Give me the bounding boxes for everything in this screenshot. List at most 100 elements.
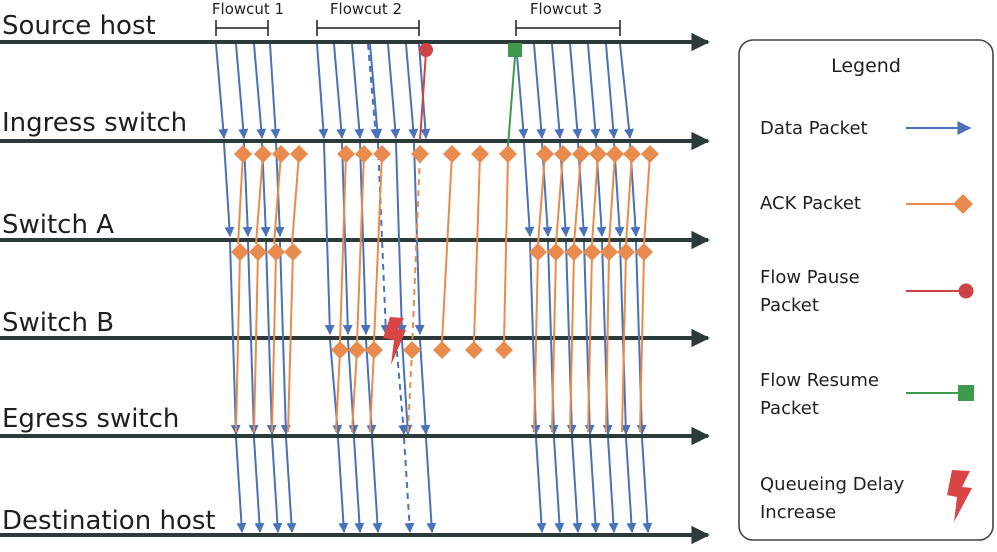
data-packet-arrow [387,43,401,139]
legend-label-data-packet: Data Packet [760,118,868,139]
ack-packet-line [473,153,481,343]
ack-packet-diamond [499,145,517,163]
ack-packet-diamond [641,145,659,163]
data-packet-arrow [359,142,371,335]
ack-packet-line [587,251,593,433]
ack-packet-line [625,153,633,245]
legend-label-flow-pause-line-2: Packet [760,295,819,316]
lane-label-ingress-switch: Ingress switch [2,108,187,138]
ack-packet-diamond [536,145,554,163]
ack-packet-line [369,349,375,433]
legend-title: Legend [831,55,901,77]
data-packet-arrow [589,437,601,533]
ack-packet-diamond [284,243,302,261]
data-packet-arrow [353,437,365,533]
lane-labels: Source host Ingress switch Switch A Swit… [2,11,216,536]
ack-packet-diamond [231,243,249,261]
ack-packet-line [235,251,241,433]
ack-packet-diamond [600,243,618,261]
flowcut-3-bracket [515,20,621,36]
ack-packet-diamond [465,341,483,359]
data-packet-arrow [369,43,383,139]
data-packet-arrow [215,43,229,139]
dropped-data-packet-arrow [395,339,409,435]
ack-packet-line [253,251,259,433]
flow-resume-square-icon [958,385,974,401]
legend-label-flow-resume-line-2: Packet [760,398,819,419]
queueing-delay-lightning-icon [383,317,406,365]
data-packet-arrow [235,43,249,139]
control-packets [419,43,522,147]
ack-packet-line [591,153,599,245]
ack-packet-diamond [606,145,624,163]
ack-packet-line [503,153,509,343]
data-packet-arrow [619,43,635,139]
ack-packet-diamond [565,243,583,261]
data-packet-arrow [333,43,347,139]
lane-label-destination-host: Destination host [2,506,216,536]
ack-packet-line [237,153,244,245]
data-packet-arrow [551,43,565,139]
data-packet-arrow [271,437,283,533]
ack-packet-diamond [348,341,366,359]
ack-packet-diamond [471,145,489,163]
ack-packet-line [605,251,610,433]
data-packet-arrow [605,43,619,139]
ack-packet-diamond [337,145,355,163]
ack-packet-diamond [267,243,285,261]
ack-packet-diamond [529,243,547,261]
ack-packet-diamond [254,145,272,163]
ack-packet-line [271,251,277,433]
data-packet-arrow [316,43,329,139]
ack-packet-line [643,153,651,245]
ack-packet-diamond [617,243,635,261]
ack-packet-line [339,153,347,343]
ack-packet-line [255,153,264,245]
data-packet-arrow [229,241,241,435]
ack-packet-line [351,349,358,433]
ack-packet-diamond [583,243,601,261]
data-packet-arrow [619,241,631,435]
data-packet-arrow [425,437,437,533]
legend-label-queueing-delay-line-1: Queueing Delay [760,474,905,495]
ack-packet-line [551,251,557,433]
lane-lines [0,32,710,545]
data-packet-arrow [235,437,247,533]
ack-packet-diamond [495,341,513,359]
ack-packet-line [273,153,282,245]
lane-label-switch-a: Switch A [2,210,114,240]
lane-label-source-host: Source host [2,11,156,41]
ack-packet-line [441,153,453,343]
ack-packet-diamond [249,243,267,261]
data-packet-arrow [395,142,407,335]
ack-packet-line [555,153,564,245]
data-packet-arrow [553,437,565,533]
ack-packet-line [573,153,582,245]
flow-pause-packet-line [419,51,427,141]
lane-label-egress-switch: Egress switch [2,404,179,434]
flowcut-3-label: Flowcut 3 [530,0,602,18]
legend: Legend Data Packet ACK Packet Flow Pause… [738,39,994,541]
ack-packet-diamond [589,145,607,163]
flowcut-2-label: Flowcut 2 [330,0,402,18]
ack-packets [231,145,659,433]
data-packet-arrow [401,339,413,435]
ack-packet-diamond [355,145,373,163]
flow-resume-packet-line [507,55,516,147]
ack-packet-diamond [443,145,461,163]
data-packet-arrow [405,43,419,139]
data-packet-arrow [285,437,297,533]
data-packet-arrow [279,241,291,435]
data-packet-arrow [535,437,547,533]
flow-pause-circle-icon [958,283,974,299]
ack-packet-diamond [403,341,421,359]
ack-packet-line [639,251,645,433]
ack-packet-diamond [623,145,641,163]
legend-lightning-icon [947,470,972,522]
legend-label-flow-resume-line-1: Flow Resume [760,370,879,391]
legend-label-ack-packet: ACK Packet [760,193,861,214]
lane-label-switch-b: Switch B [2,308,114,338]
dropped-data-packet-arrow [403,437,415,533]
data-packet-arrow [341,142,353,335]
